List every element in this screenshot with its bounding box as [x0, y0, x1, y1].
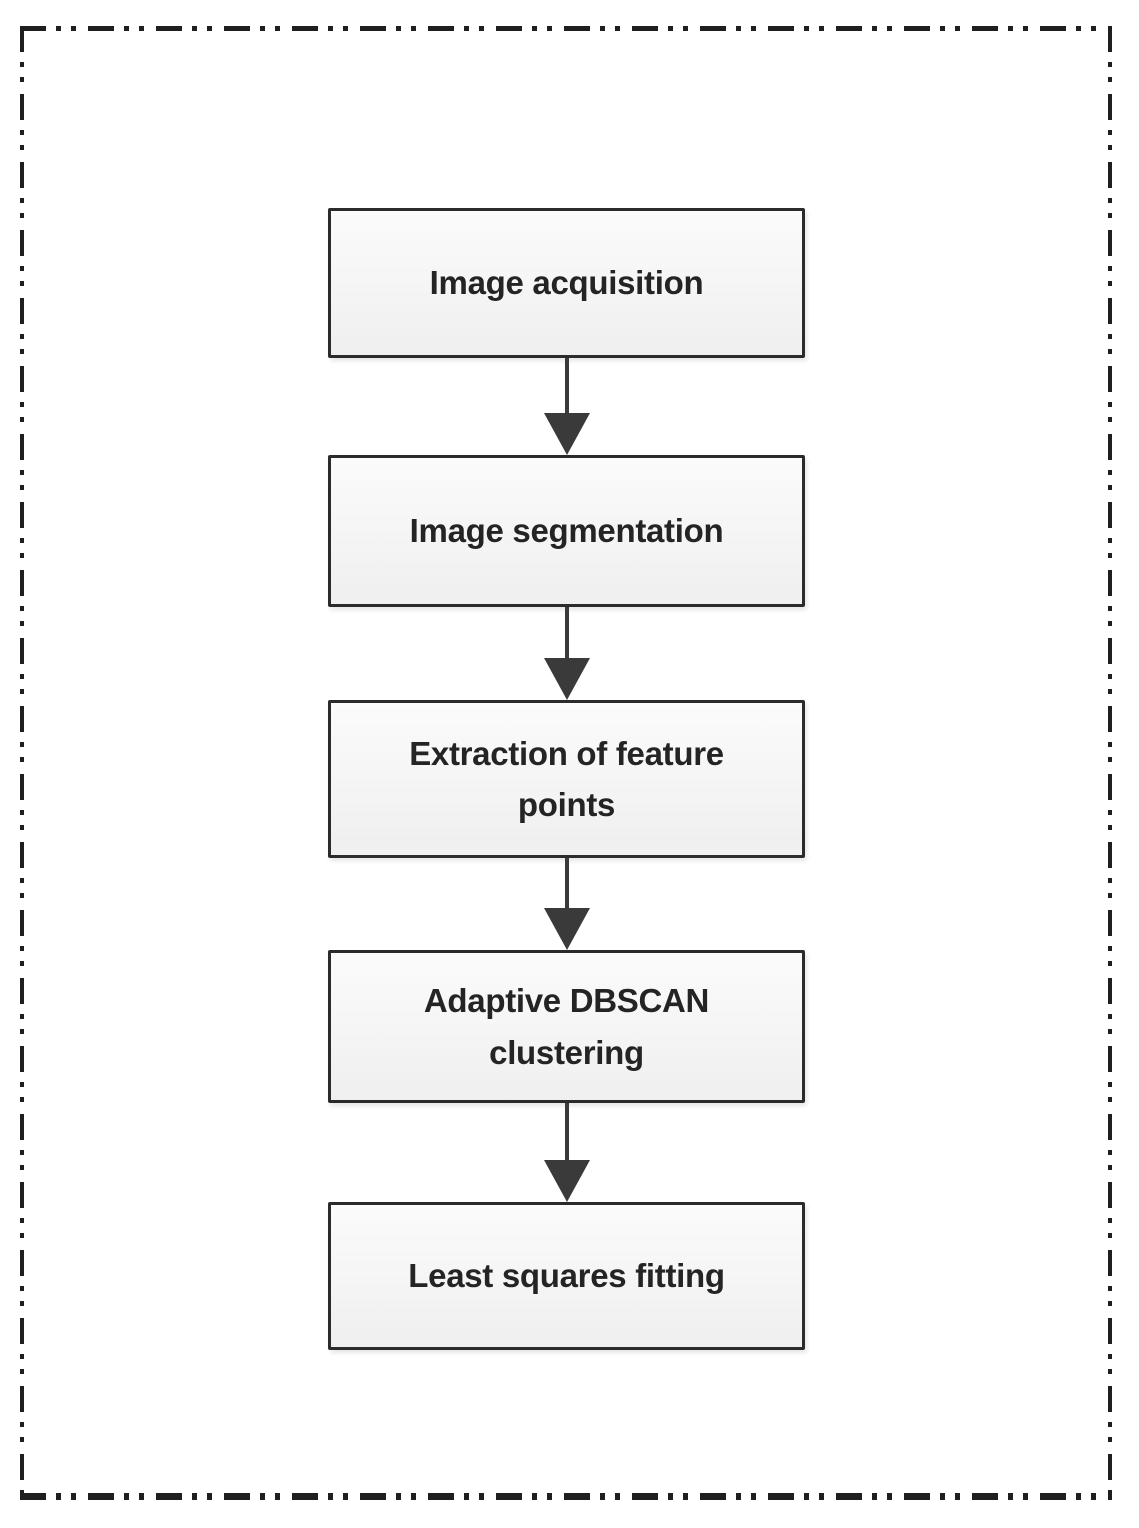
arrow-head [544, 658, 590, 700]
frame-edge-top [20, 26, 1112, 31]
flow-step-label: Adaptive DBSCAN clustering [423, 982, 710, 1071]
frame-edge-left [20, 26, 24, 1500]
arrow-down-icon [544, 1103, 590, 1202]
flow-step-extraction-of-feature-points: Extraction of feature points [328, 700, 805, 858]
arrow-down-icon [544, 858, 590, 950]
arrow-shaft [565, 607, 569, 658]
figure-frame [20, 26, 1112, 1500]
flow-step-image-segmentation: Image segmentation [328, 455, 805, 607]
flow-step-label: Image segmentation [409, 512, 724, 550]
arrow-shaft [565, 1103, 569, 1160]
arrow-head [544, 1160, 590, 1202]
flow-step-image-acquisition: Image acquisition [328, 208, 805, 358]
flow-step-least-squares-fitting: Least squares fitting [328, 1202, 805, 1350]
frame-edge-right [1108, 26, 1112, 1500]
arrow-shaft [565, 358, 569, 413]
frame-edge-bottom [20, 1493, 1112, 1500]
arrow-shaft [565, 858, 569, 908]
arrow-head [544, 413, 590, 455]
flow-step-label: Image acquisition [429, 264, 704, 302]
flow-step-label: Extraction of feature points [409, 734, 724, 823]
arrow-down-icon [544, 358, 590, 455]
flow-step-label: Least squares fitting [408, 1257, 725, 1295]
arrow-down-icon [544, 607, 590, 700]
flow-step-adaptive-dbscan-clustering: Adaptive DBSCAN clustering [328, 950, 805, 1103]
arrow-head [544, 908, 590, 950]
